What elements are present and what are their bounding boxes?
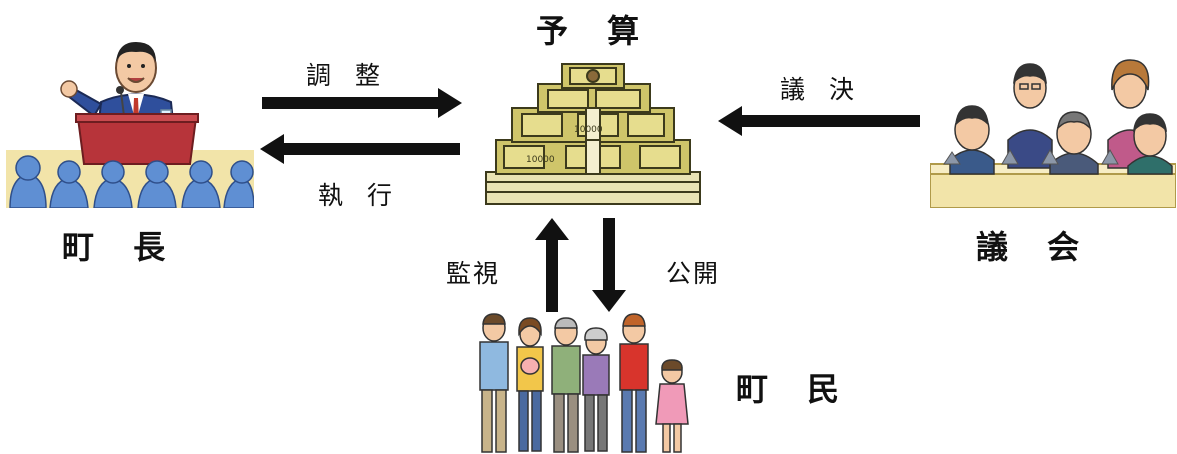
execute-arrow (260, 134, 460, 164)
council-label: 議 会 (976, 228, 1094, 266)
monitor-label: 監視 (446, 259, 501, 288)
execute-label: 執 行 (318, 181, 400, 210)
monitor-arrow (535, 218, 569, 312)
mayor-label: 町 長 (62, 228, 180, 266)
resolution-label: 議 決 (780, 75, 862, 104)
disclose-arrow (592, 218, 626, 312)
adjust-label: 調 整 (306, 61, 388, 90)
banknote-label-2: 10000 (526, 155, 555, 165)
citizens-label: 町 民 (736, 370, 854, 408)
citizens-illustration (470, 312, 700, 454)
resolution-arrow (718, 106, 920, 136)
council-illustration (930, 50, 1176, 208)
money-stack-illustration: 10000 10000 (482, 62, 704, 208)
disclose-label: 公開 (666, 259, 721, 288)
mayor-illustration (6, 32, 254, 208)
adjust-arrow (262, 88, 462, 118)
budget-label: 予 算 (536, 12, 654, 50)
banknote-label: 10000 (574, 125, 603, 135)
